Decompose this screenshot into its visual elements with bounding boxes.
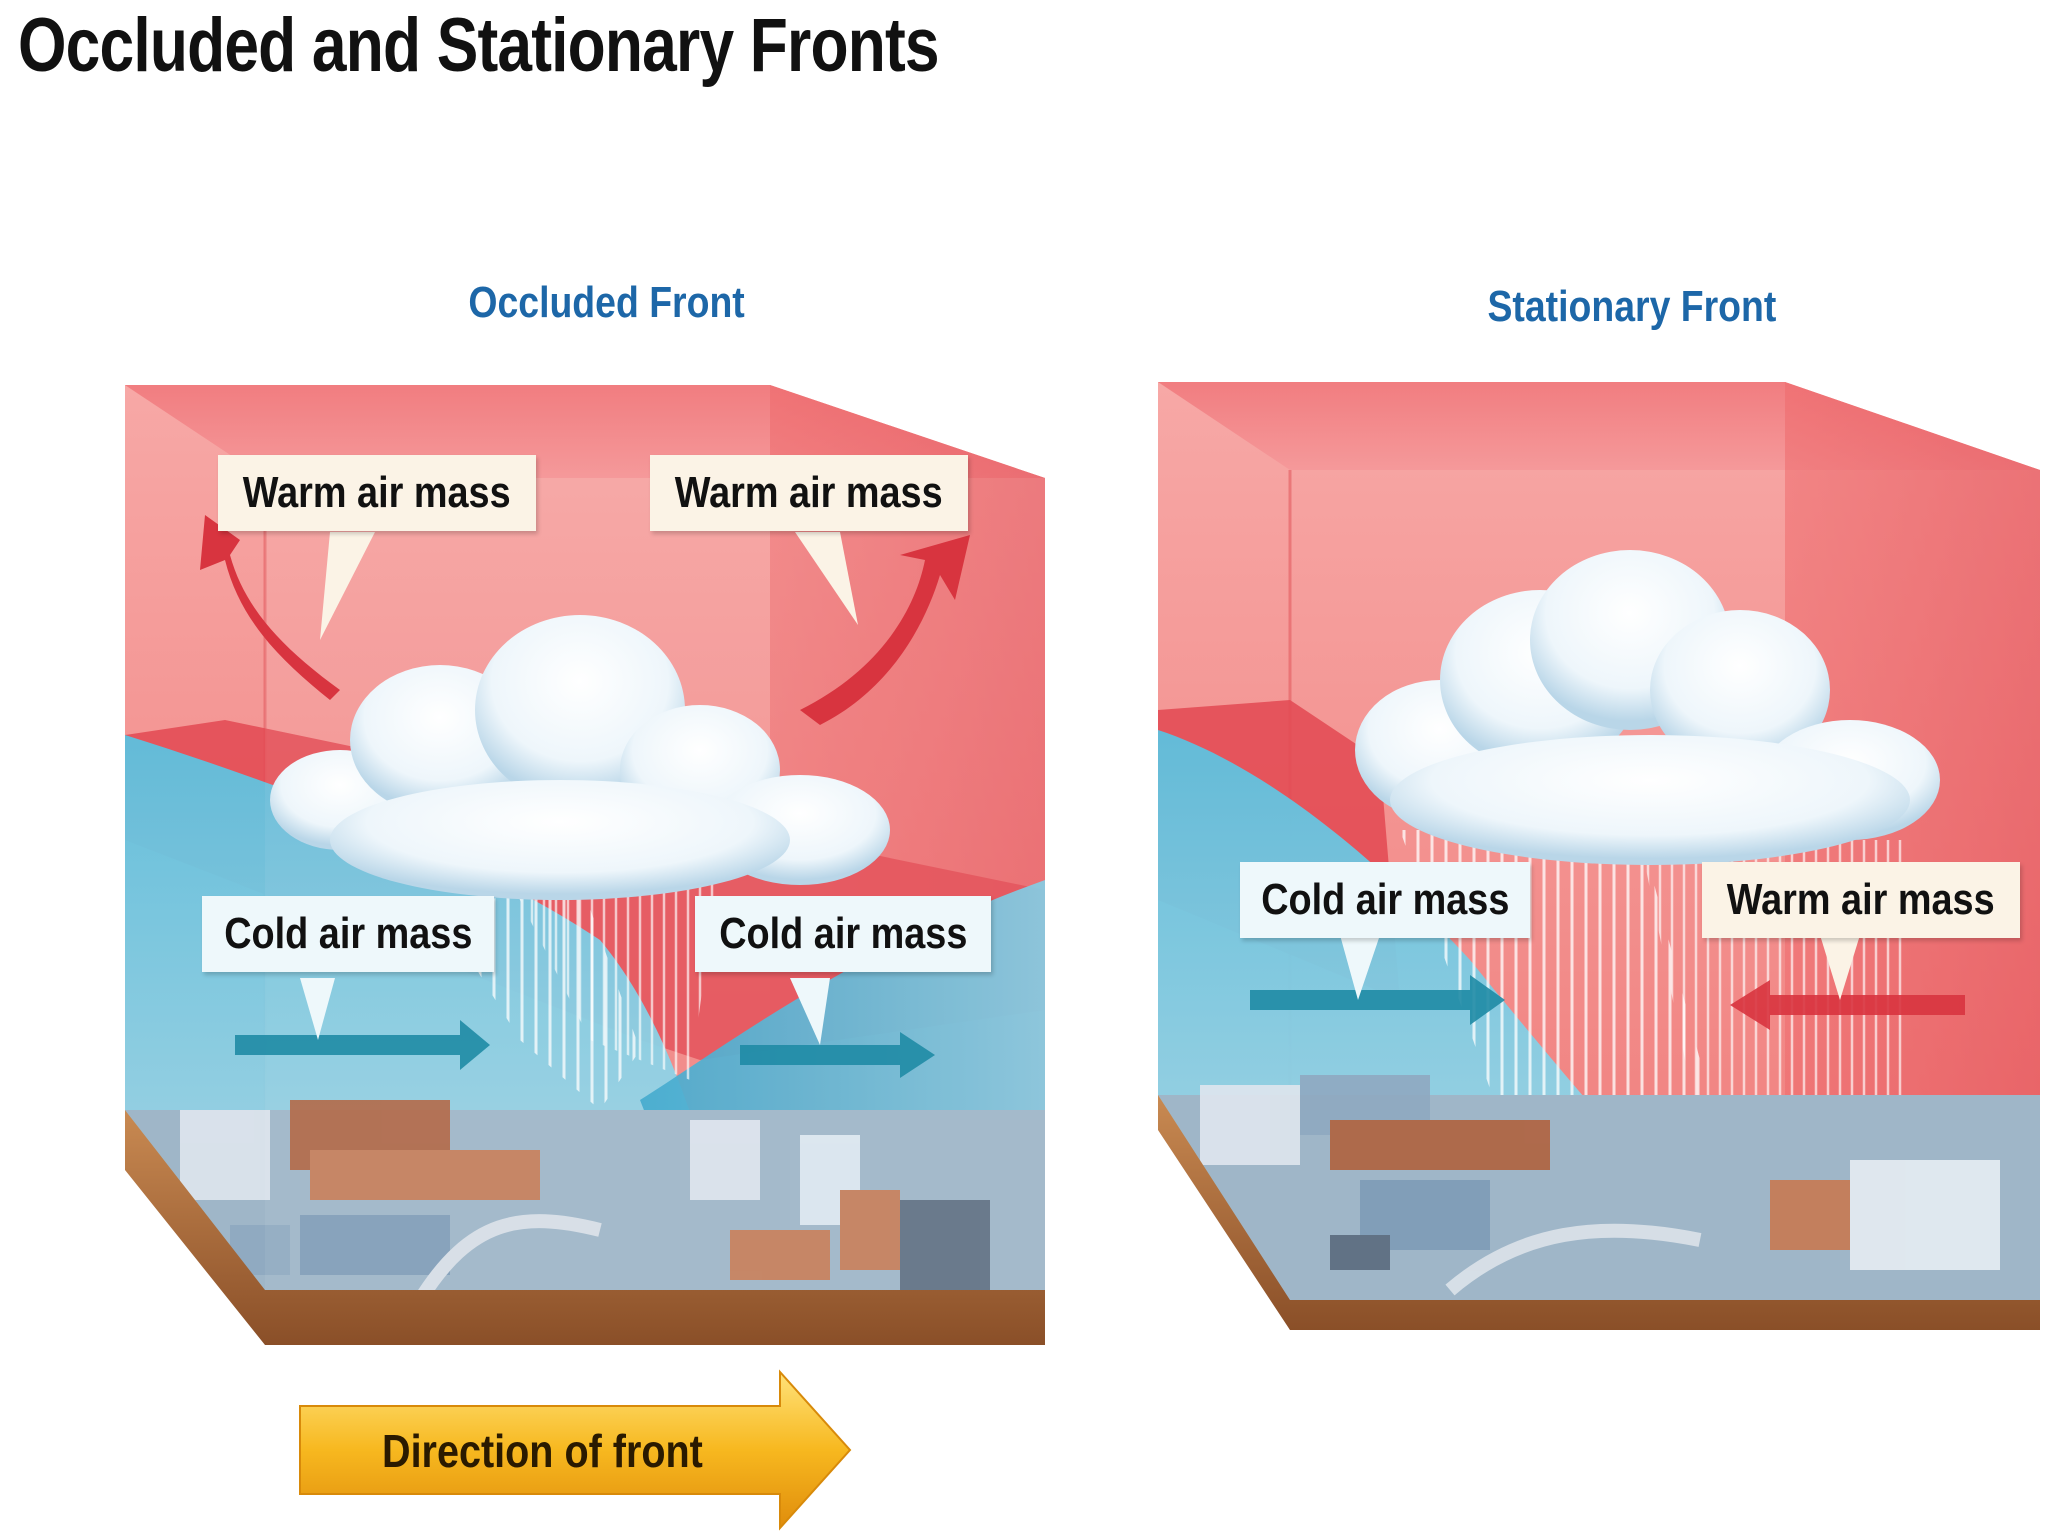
stationary-front-box	[1158, 382, 2040, 1330]
callout-cold-air-left: Cold air mass	[202, 896, 494, 972]
occluded-front-title: Occluded Front	[468, 278, 745, 327]
callout-tail-stat-cold	[1340, 935, 1380, 1000]
callout-cold-air-right-text: Cold air mass	[718, 909, 968, 958]
callout-tail-cold-right	[790, 978, 830, 1045]
page-title: Occluded and Stationary Fronts	[18, 3, 940, 88]
callout-warm-air-right-text: Warm air mass	[675, 468, 943, 517]
callout-tail-warm-right	[795, 532, 858, 625]
stationary-front-title: Stationary Front	[1487, 282, 1776, 331]
occluded-warm-arrow-left	[200, 515, 340, 700]
occluded-front-box	[125, 385, 1045, 1345]
stationary-ground-slab	[1158, 1095, 2040, 1330]
callout-warm-air-left: Warm air mass	[218, 455, 536, 531]
stationary-warm-arrow	[1730, 980, 1965, 1030]
callout-tail-warm-left	[320, 532, 375, 640]
direction-arrow-shape	[299, 1369, 852, 1531]
callout-stat-warm-air-text: Warm air mass	[1727, 875, 1995, 924]
occluded-cold-arrow-left	[235, 1020, 490, 1070]
occluded-warm-arrow-right	[800, 535, 970, 725]
callout-tail-stat-warm	[1820, 935, 1860, 1000]
occluded-ground-slab	[125, 1110, 1045, 1345]
stationary-cold-arrow	[1250, 975, 1505, 1025]
direction-of-front-label: Direction of front	[382, 1425, 703, 1477]
callout-tail-cold-left	[300, 978, 335, 1040]
stationary-buildings	[1200, 1075, 2000, 1296]
callout-cold-air-left-text: Cold air mass	[223, 909, 473, 958]
callout-cold-air-right: Cold air mass	[695, 896, 991, 972]
occluded-buildings	[180, 1100, 990, 1304]
callout-stat-cold-air-text: Cold air mass	[1260, 875, 1510, 924]
callout-stat-warm-air: Warm air mass	[1702, 862, 2020, 938]
occluded-cold-arrow-right	[740, 1032, 935, 1078]
stationary-cloud	[1355, 550, 1940, 865]
callout-warm-air-left-text: Warm air mass	[243, 468, 511, 517]
direction-arrow	[299, 1369, 852, 1531]
occluded-cloud	[270, 615, 890, 900]
callout-stat-cold-air: Cold air mass	[1240, 862, 1530, 938]
callout-warm-air-right: Warm air mass	[650, 455, 968, 531]
